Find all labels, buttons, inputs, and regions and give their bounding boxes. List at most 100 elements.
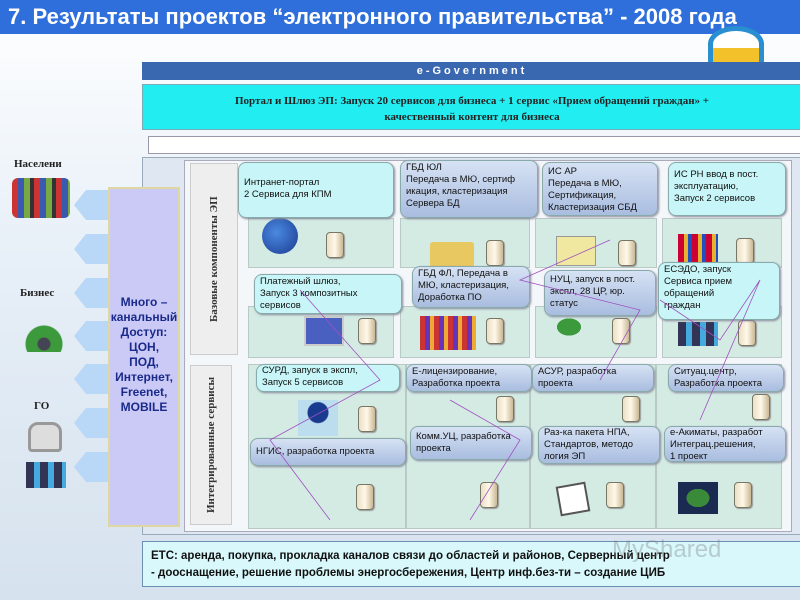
server-icon: [486, 240, 504, 266]
callout-line: Разработка проекта: [412, 378, 501, 389]
callout-nuc: НУЦ, запуск в пост.экспл, 28 ЦР, юр.стат…: [544, 270, 656, 316]
callout-line: Интеграц.решения,: [670, 439, 756, 450]
connector-line: [518, 239, 641, 381]
multi-line: Интернет,: [115, 370, 173, 384]
globe-icon: [262, 218, 298, 254]
callout-line: 2 Сервиса для КПМ: [244, 189, 332, 200]
slide-title: 7. Результаты проектов “электронного пра…: [0, 0, 800, 34]
callout-line: Сервера БД: [406, 198, 460, 209]
callout-line: Передача в МЮ, сертиф: [406, 174, 516, 185]
server-icon: [356, 484, 374, 510]
server-icon: [738, 320, 756, 346]
callout-line: Запуск 5 сервисов: [262, 377, 344, 388]
callout-line: НУЦ, запуск в пост.: [550, 274, 635, 285]
multi-line: Много –: [120, 295, 168, 309]
callout-line: проекта: [416, 443, 451, 454]
map-icon: [556, 236, 596, 266]
callout-surd: СУРД, запуск в экспл,Запуск 5 сервисов: [256, 364, 400, 392]
multi-line: Freenet,: [120, 385, 168, 399]
callout-line: статус: [550, 298, 578, 309]
callout-line: Стандартов, методо: [544, 439, 634, 450]
server-icon: [486, 318, 504, 344]
server-icon: [358, 406, 376, 432]
callout-e-licensing: Е-лицензирование,Разработка проекта: [406, 364, 532, 392]
callout-line: Передача в МЮ,: [548, 178, 622, 189]
server-icon: [618, 240, 636, 266]
connector-line: [449, 399, 521, 521]
people-icon: [12, 178, 70, 218]
callout-line: Запуск 2 сервисов: [674, 193, 756, 204]
server-icon: [480, 482, 498, 508]
callout-line: 1 проект: [670, 451, 708, 462]
callout-line: СУРД, запуск в экспл,: [262, 365, 358, 376]
callout-line: Кластеризация СБД: [548, 202, 637, 213]
callout-line: сервисов: [260, 300, 301, 311]
multi-line: MOBILE: [120, 400, 168, 414]
callout-line: Сервиса прием: [664, 276, 733, 287]
multichannel-access-box: Много – канальный Доступ: ЦОН, ПОД, Инте…: [108, 187, 180, 527]
folders-icon: [430, 242, 474, 268]
etc-line-2: - дооснащение, решение проблемы энергосб…: [151, 567, 666, 579]
callout-line: ЕСЭДО, запуск: [664, 264, 732, 275]
server-icon: [734, 482, 752, 508]
callout-line: Е-лицензирование,: [412, 366, 498, 377]
callout-ngis: НГИС, разработка проекта: [250, 438, 406, 466]
money-icon: [22, 312, 66, 352]
label-go: ГО: [34, 400, 50, 412]
callout-line: логия ЭП: [544, 451, 586, 462]
callout-line: Сертификация,: [548, 190, 617, 201]
callout-situation-center: Ситуац.центр,Разработка проекта: [668, 364, 784, 392]
callout-line: проекта: [538, 378, 573, 389]
callout-is-rn: ИС РН ввод в пост.эксплуатацию,Запуск 2 …: [668, 162, 786, 216]
etc-box: ЕТС: аренда, покупка, прокладка каналов …: [142, 541, 800, 587]
callout-line: ИС РН ввод в пост.: [674, 169, 759, 180]
empty-box: [148, 136, 800, 154]
callout-line: ГБД ФЛ, Передача в: [418, 268, 508, 279]
callout-line: граждан: [664, 300, 701, 311]
people-icon: [420, 316, 476, 350]
cell: [535, 218, 657, 268]
portal-box: Портал и Шлюз ЭП: Запуск 20 сервисов для…: [142, 84, 800, 130]
label-population: Населени: [14, 158, 62, 170]
money-icon: [548, 312, 590, 342]
server-icon: [606, 482, 624, 508]
callout-line: обращений: [664, 288, 715, 299]
server-icon: [496, 396, 514, 422]
callout-line: АСУР, разработка: [538, 366, 617, 377]
callout-line: Доработка ПО: [418, 292, 482, 303]
globe-dark-icon: [678, 482, 718, 514]
server-icon: [752, 394, 770, 420]
callout-line: Ситуац.центр,: [674, 366, 737, 377]
watermark: MyShared: [612, 536, 722, 563]
callout-line: ГБД ЮЛ: [406, 162, 442, 173]
callout-payment-gateway: Платежный шлюз,Запуск 3 композитных серв…: [254, 274, 402, 314]
network-computers-icon: [26, 462, 66, 488]
egov-bar: e-Government: [142, 62, 800, 80]
portal-line-1: Портал и Шлюз ЭП: Запуск 20 сервисов для…: [234, 95, 710, 107]
callout-line: икация, кластеризация: [406, 186, 508, 197]
callout-line: Разработка проекта: [674, 378, 763, 389]
kz-logo: [708, 26, 764, 62]
etc-line-1: ЕТС: аренда, покупка, прокладка каналов …: [151, 550, 670, 562]
callout-line: Платежный шлюз,: [260, 276, 341, 287]
connector-line: [269, 289, 381, 521]
users-icon: [28, 422, 62, 452]
callout-line: Интранет-портал: [244, 177, 320, 188]
multi-line: ПОД,: [129, 355, 159, 369]
document-icon: [304, 316, 344, 346]
callout-line: экспл, 28 ЦР, юр.: [550, 286, 625, 297]
multi-line: Доступ:: [120, 325, 168, 339]
callout-line: Запуск 3 композитных: [260, 288, 358, 299]
multi-line: ЦОН,: [128, 340, 160, 354]
callout-line: эксплуатацию,: [674, 181, 739, 192]
server-icon: [358, 318, 376, 344]
network-icon: [298, 400, 338, 436]
callout-line: ИС АР: [548, 166, 578, 177]
callout-line: НГИС, разработка проекта: [256, 446, 375, 457]
